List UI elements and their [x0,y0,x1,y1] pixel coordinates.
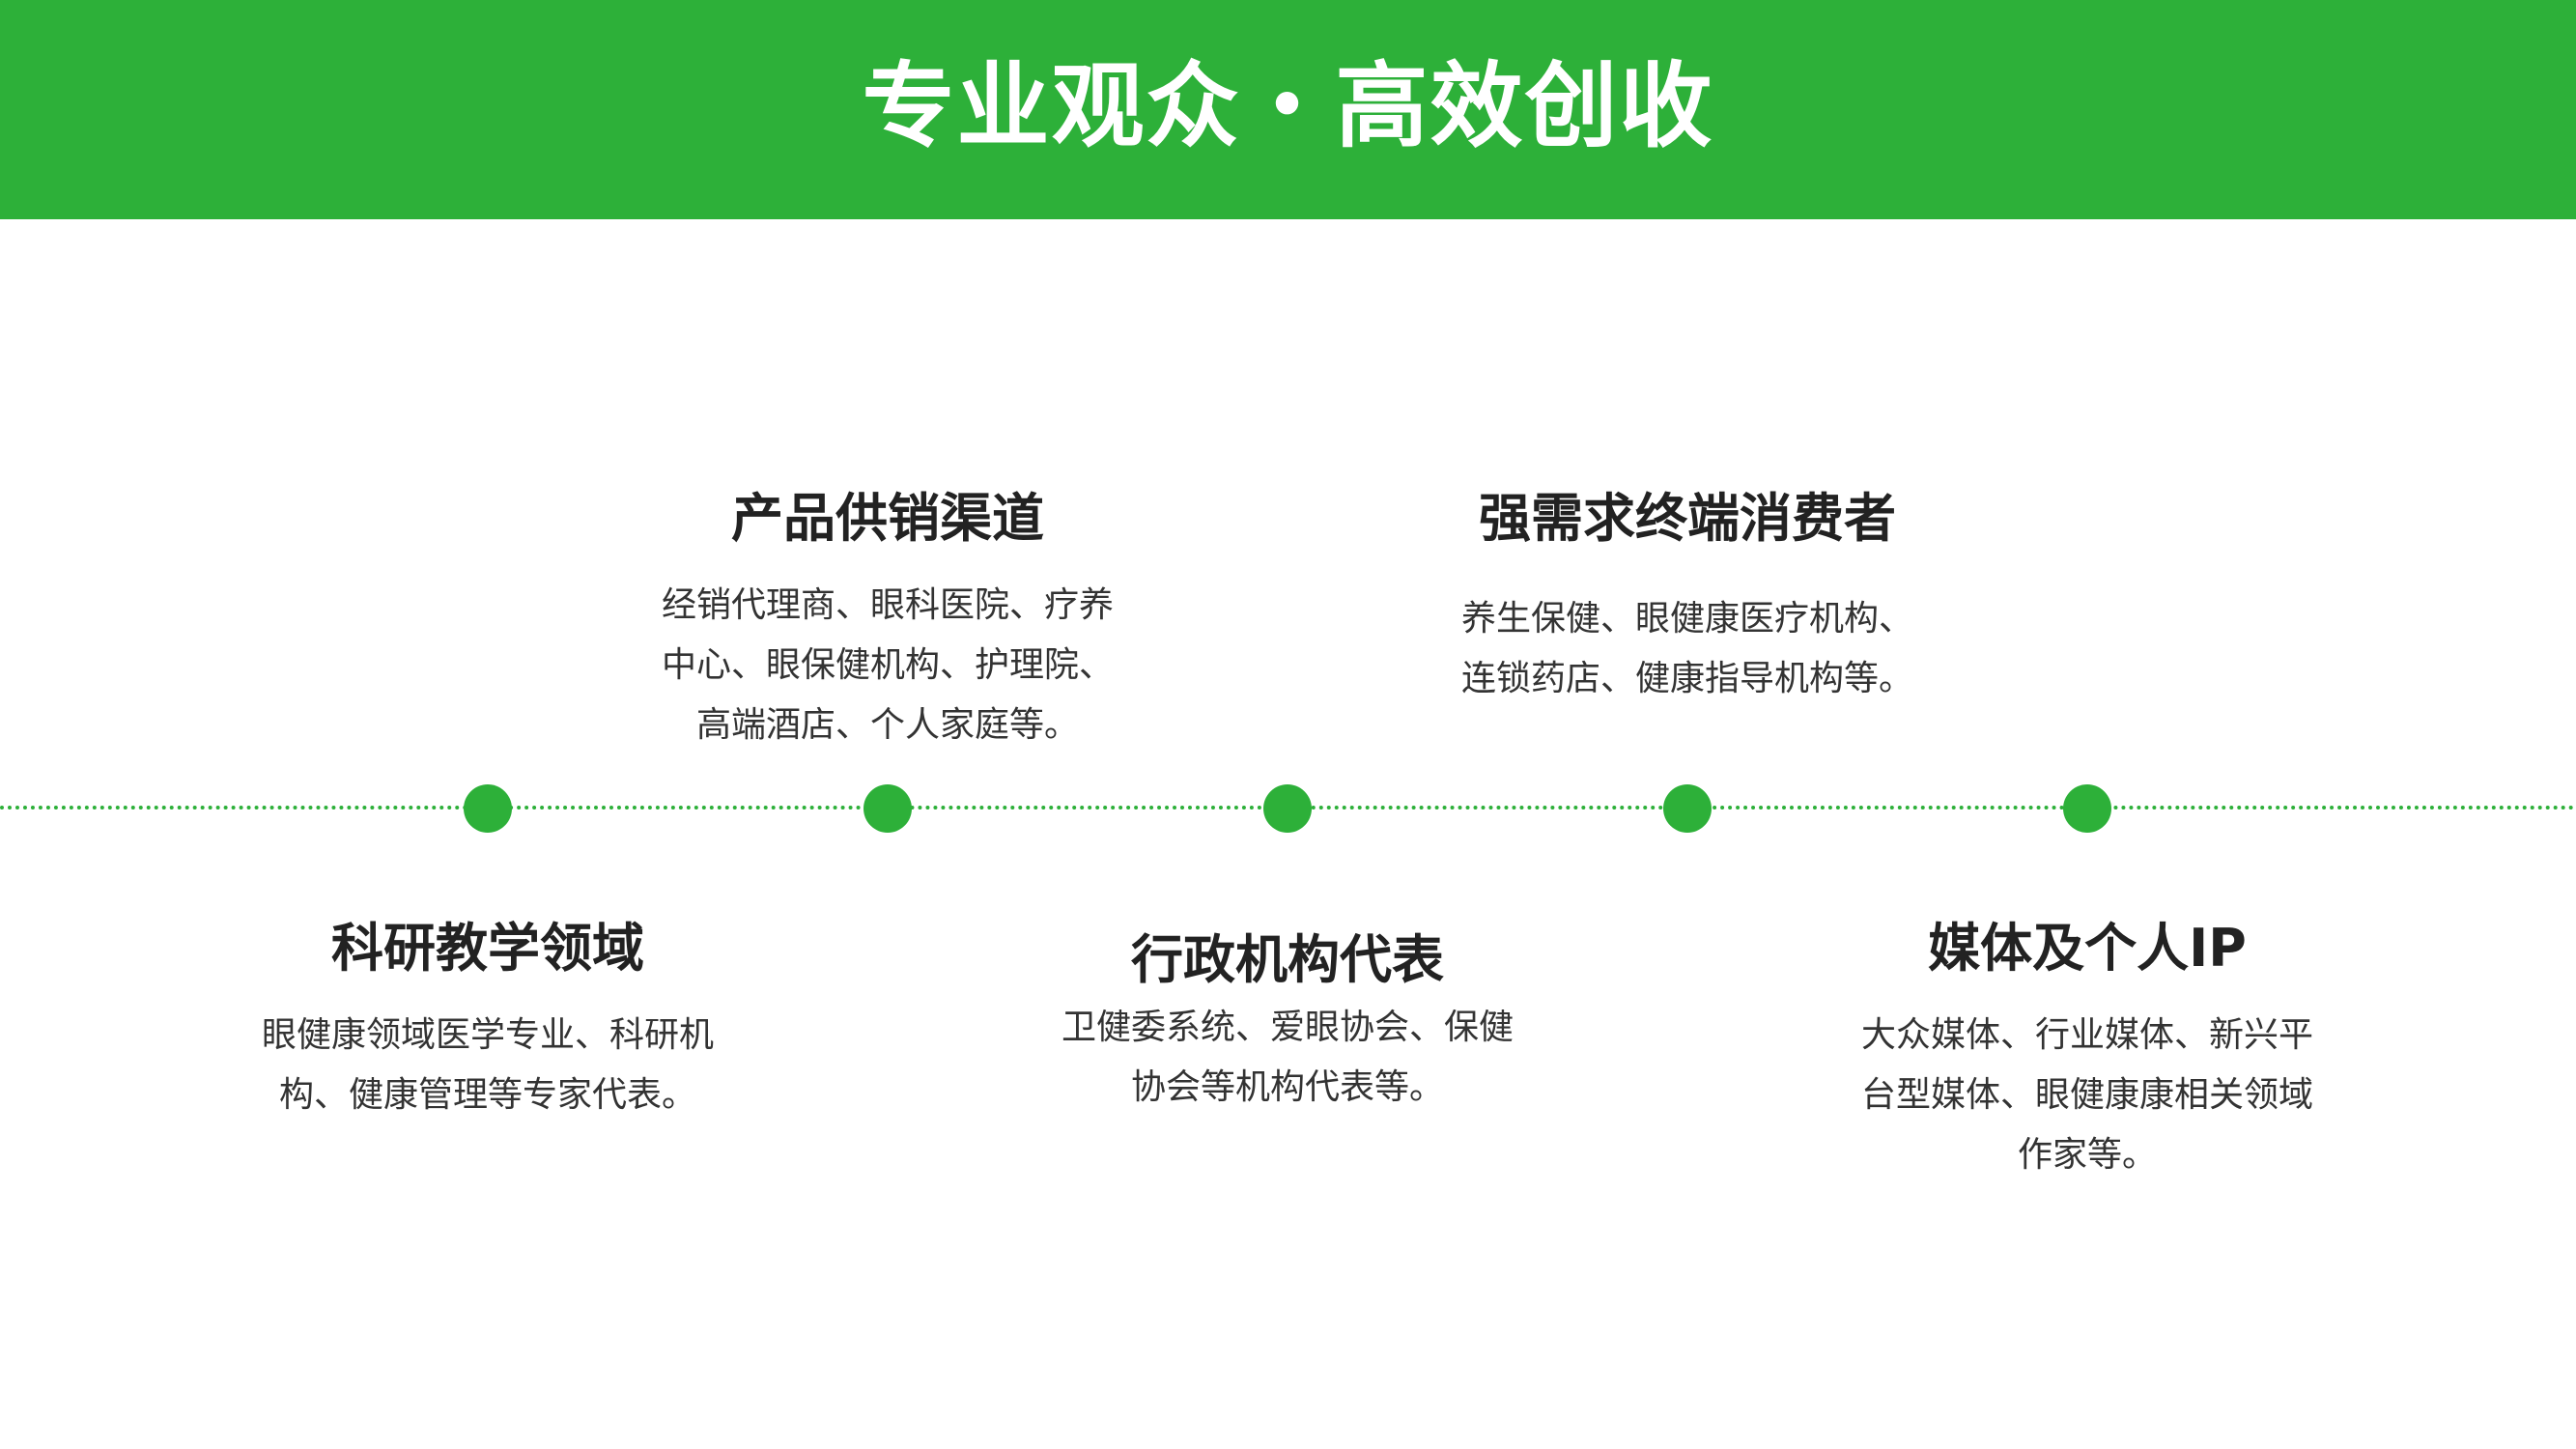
desc-line: 连锁药店、健康指导机构等。 [1460,658,1913,698]
desc-line: 中心、眼保健机构、护理院、 [661,644,1114,685]
item-description: 大众媒体、行业媒体、新兴平 台型媒体、眼健康康相关领域 作家等。 [1798,1006,2377,1185]
timeline-dot-1 [464,784,512,833]
timeline-item-media: 媒体及个人IP 大众媒体、行业媒体、新兴平 台型媒体、眼健康康相关领域 作家等。 [1798,918,2377,1185]
page-title: 专业观众・高效创收 [862,51,1714,160]
item-title: 媒体及个人IP [1928,918,2247,979]
header-banner: 专业观众・高效创收 [0,0,2576,219]
item-description: 养生保健、眼健康医疗机构、 连锁药店、健康指导机构等。 [1398,589,1977,709]
desc-line: 高端酒店、个人家庭等。 [695,704,1079,745]
desc-line: 眼健康领域医学专业、科研机 [261,1014,714,1055]
desc-line: 作家等。 [2017,1134,2157,1175]
desc-line: 经销代理商、眼科医院、疗养 [661,584,1114,625]
item-title: 强需求终端消费者 [1479,488,1896,549]
desc-line: 大众媒体、行业媒体、新兴平 [1860,1014,2313,1055]
timeline-item-research: 科研教学领域 眼健康领域医学专业、科研机 构、健康管理等专家代表。 [198,918,778,1125]
timeline-dot-2 [863,784,912,833]
desc-line: 养生保健、眼健康医疗机构、 [1460,598,1913,639]
item-title: 科研教学领域 [331,918,644,979]
timeline-dot-5 [2063,784,2111,833]
item-title: 行政机构代表 [1131,929,1444,990]
timeline-item-sales-channels: 产品供销渠道 经销代理商、眼科医院、疗养 中心、眼保健机构、护理院、 高端酒店、… [598,488,1177,755]
item-description: 经销代理商、眼科医院、疗养 中心、眼保健机构、护理院、 高端酒店、个人家庭等。 [598,576,1177,755]
timeline-item-administration: 行政机构代表 卫健委系统、爱眼协会、保健 协会等机构代表等。 [998,929,1577,1118]
timeline-dot-4 [1663,784,1712,833]
desc-line: 台型媒体、眼健康康相关领域 [1860,1074,2313,1115]
timeline-item-consumers: 强需求终端消费者 养生保健、眼健康医疗机构、 连锁药店、健康指导机构等。 [1398,488,1977,709]
item-description: 卫健委系统、爱眼协会、保健 协会等机构代表等。 [998,998,1577,1118]
desc-line: 卫健委系统、爱眼协会、保健 [1061,1007,1514,1047]
desc-line: 协会等机构代表等。 [1130,1066,1444,1107]
item-description: 眼健康领域医学专业、科研机 构、健康管理等专家代表。 [198,1006,778,1125]
item-title: 产品供销渠道 [731,488,1044,549]
timeline-dot-3 [1263,784,1312,833]
desc-line: 构、健康管理等专家代表。 [278,1074,696,1115]
